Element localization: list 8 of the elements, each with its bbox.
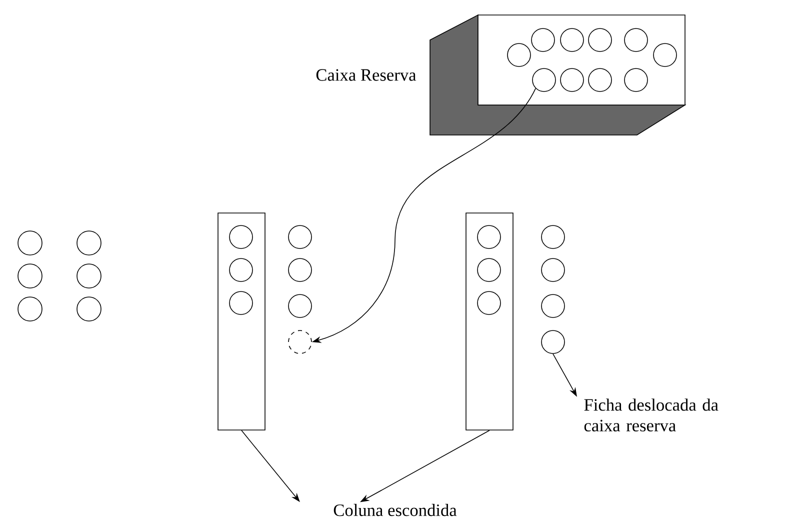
counter-circle <box>541 330 565 354</box>
box-label: Caixa Reserva <box>316 69 416 81</box>
note-text: Ficha deslocada da caixa reserva <box>584 398 718 432</box>
empty-slot-circle <box>288 330 312 354</box>
column-rectangle <box>466 212 514 430</box>
column-rectangle <box>218 212 266 430</box>
caption-text: Coluna escondida <box>334 504 457 516</box>
counter-circle <box>532 68 556 92</box>
